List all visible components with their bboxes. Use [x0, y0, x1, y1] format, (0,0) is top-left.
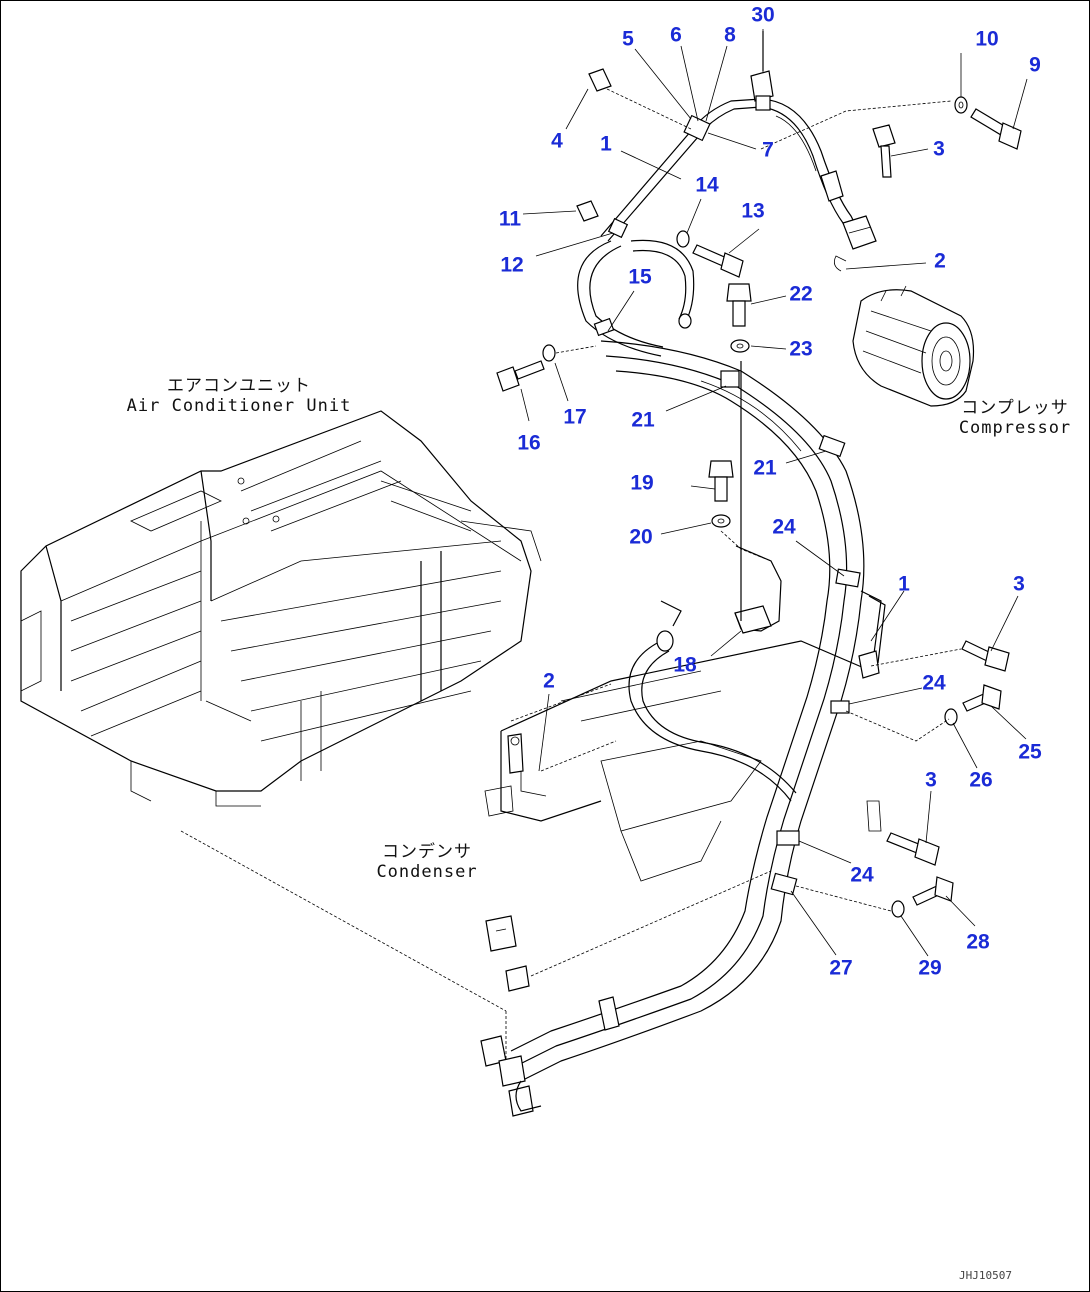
callout-3-low[interactable]: 3 [925, 768, 937, 792]
compressor-caption: コンプレッサ Compressor [958, 398, 1072, 438]
callout-16[interactable]: 16 [517, 431, 541, 455]
callout-1[interactable]: 1 [600, 132, 612, 156]
callout-2[interactable]: 2 [934, 249, 946, 273]
callout-23[interactable]: 23 [789, 337, 813, 361]
air-conditioner-unit-illustration [20, 410, 542, 807]
callout-14[interactable]: 14 [695, 173, 719, 197]
callout-30[interactable]: 30 [751, 3, 775, 27]
callout-15[interactable]: 15 [628, 265, 652, 289]
callout-8[interactable]: 8 [724, 23, 736, 47]
callout-7[interactable]: 7 [762, 138, 774, 162]
callout-18[interactable]: 18 [673, 653, 697, 677]
callout-11[interactable]: 11 [498, 207, 522, 231]
callout-22[interactable]: 22 [789, 282, 813, 306]
condenser-caption-en: Condenser [376, 861, 478, 882]
callout-20[interactable]: 20 [629, 525, 653, 549]
callout-13[interactable]: 13 [741, 199, 765, 223]
callout-17[interactable]: 17 [563, 405, 587, 429]
callout-21-upper[interactable]: 21 [631, 408, 655, 432]
callout-29[interactable]: 29 [918, 956, 942, 980]
callout-5[interactable]: 5 [622, 27, 634, 51]
callout-24-low[interactable]: 24 [850, 863, 874, 887]
callout-2-lower[interactable]: 2 [543, 669, 555, 693]
callout-25[interactable]: 25 [1018, 740, 1042, 764]
callout-10[interactable]: 10 [975, 27, 999, 51]
air-conditioner-caption-jp: エアコンユニット [166, 376, 311, 396]
callout-19[interactable]: 19 [630, 471, 654, 495]
condenser-caption: コンデンサ Condenser [376, 842, 478, 882]
compressor-caption-en: Compressor [958, 417, 1072, 438]
air-conditioner-caption: エアコンユニット Air Conditioner Unit [126, 376, 352, 416]
callout-6[interactable]: 6 [670, 23, 682, 47]
condenser-illustration [180, 640, 872, 1081]
leader-lines [510, 29, 1028, 957]
callout-3-mid[interactable]: 3 [1013, 572, 1025, 596]
callout-9[interactable]: 9 [1029, 53, 1041, 77]
compressor-illustration [833, 255, 975, 407]
drawing-reference-number: JHJ10507 [959, 1269, 1012, 1282]
callout-21-lower[interactable]: 21 [753, 456, 777, 480]
callout-26[interactable]: 26 [969, 768, 993, 792]
callout-3[interactable]: 3 [933, 137, 945, 161]
callout-12[interactable]: 12 [500, 253, 524, 277]
callout-1-lower[interactable]: 1 [898, 572, 910, 596]
refrigerant-hoses [480, 31, 886, 1117]
condenser-caption-jp: コンデンサ [382, 842, 472, 862]
air-conditioner-caption-en: Air Conditioner Unit [126, 395, 352, 416]
callout-27[interactable]: 27 [829, 956, 853, 980]
callout-4[interactable]: 4 [551, 129, 563, 153]
callout-24-upper[interactable]: 24 [772, 515, 796, 539]
compressor-caption-jp: コンプレッサ [961, 398, 1069, 418]
fastener-parts [496, 68, 1022, 918]
callout-28[interactable]: 28 [966, 930, 990, 954]
callout-24-mid[interactable]: 24 [922, 671, 946, 695]
